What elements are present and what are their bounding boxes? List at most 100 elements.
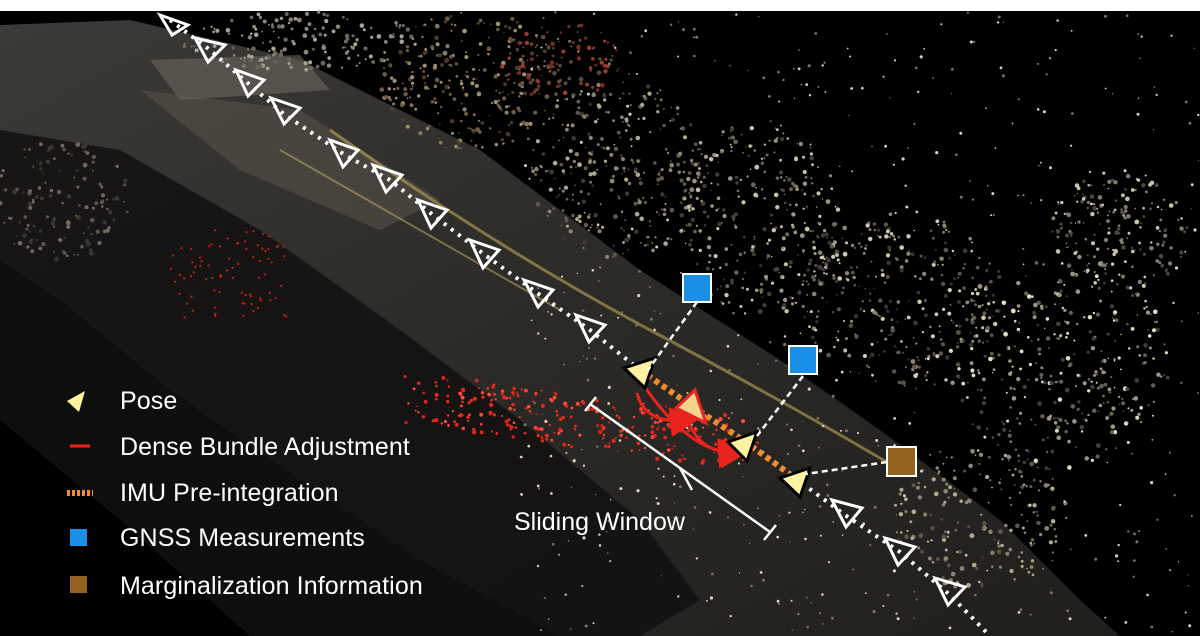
cloud-point [587, 215, 590, 218]
cloud-point [621, 311, 623, 313]
cloud-point [992, 436, 994, 438]
cloud-point [461, 103, 463, 105]
cloud-point [954, 529, 957, 532]
cloud-point [907, 316, 911, 320]
cloud-point [939, 331, 941, 333]
cloud-point [928, 355, 931, 358]
dense-ba-point [268, 235, 270, 237]
cloud-point [823, 272, 825, 274]
cloud-point [789, 265, 792, 268]
cloud-point [750, 126, 754, 130]
cloud-point [997, 275, 1001, 279]
cloud-point [437, 112, 439, 114]
sliding-window-label: Sliding Window [514, 508, 685, 537]
cloud-point [712, 268, 714, 270]
cloud-point [342, 16, 345, 19]
cloud-point [1091, 286, 1093, 288]
cloud-point [399, 39, 404, 44]
cloud-point [1180, 217, 1183, 220]
cloud-point [601, 138, 604, 141]
cloud-point [941, 342, 945, 346]
cloud-point [997, 21, 999, 23]
cloud-point [1008, 469, 1010, 471]
cloud-point [991, 487, 993, 489]
cloud-point [522, 72, 526, 76]
cloud-point [1002, 301, 1007, 306]
cloud-point [823, 61, 825, 63]
cloud-point [704, 224, 706, 226]
cloud-point [854, 284, 857, 287]
cloud-point [575, 152, 579, 156]
dense-ba-point [417, 382, 421, 386]
cloud-point [827, 241, 831, 245]
cloud-point [1032, 574, 1035, 577]
cloud-point [1027, 336, 1030, 339]
cloud-point [356, 65, 358, 67]
cloud-point [849, 324, 853, 328]
cloud-point [90, 218, 95, 223]
cloud-point [810, 144, 812, 146]
cloud-point [566, 98, 569, 101]
cloud-point [193, 45, 195, 47]
dense-ba-point [244, 303, 246, 305]
cloud-point [498, 105, 502, 109]
cloud-point [541, 47, 543, 49]
cloud-point [116, 165, 119, 168]
cloud-point [914, 591, 916, 593]
cloud-point [970, 250, 973, 253]
dense-ba-point [501, 392, 504, 395]
cloud-point [1075, 385, 1077, 387]
cloud-point [803, 274, 806, 277]
cloud-point [458, 110, 460, 112]
cloud-point [1101, 370, 1105, 374]
cloud-point [46, 215, 49, 218]
cloud-point [657, 502, 660, 505]
cloud-point [496, 22, 501, 27]
cloud-point [1044, 328, 1045, 329]
cloud-point [868, 237, 872, 241]
cloud-point [823, 254, 825, 256]
dense-ba-point [183, 277, 185, 279]
cloud-point [917, 300, 921, 304]
cloud-point [961, 399, 965, 403]
cloud-point [481, 146, 484, 149]
cloud-point [975, 567, 978, 570]
cloud-point [970, 533, 975, 538]
cloud-point [895, 212, 897, 214]
cloud-point [1032, 311, 1036, 315]
cloud-point [871, 146, 873, 148]
cloud-point [370, 27, 373, 30]
cloud-point [1152, 415, 1154, 417]
dense-ba-point [576, 402, 580, 406]
cloud-point [285, 12, 289, 16]
cloud-point [652, 242, 654, 244]
cloud-point [709, 254, 712, 257]
cloud-point [1036, 511, 1038, 513]
cloud-point [549, 170, 554, 175]
cloud-point [832, 521, 834, 523]
dense-ba-point [473, 397, 477, 401]
cloud-point [76, 186, 79, 189]
cloud-point [344, 46, 346, 48]
cloud-point [919, 277, 922, 280]
cloud-point [544, 338, 546, 340]
cloud-point [1106, 401, 1109, 404]
cloud-point [393, 88, 395, 90]
cloud-point [978, 581, 981, 584]
cloud-point [671, 107, 673, 109]
cloud-point [1083, 316, 1085, 318]
cloud-point [589, 103, 592, 106]
cloud-point [565, 452, 567, 454]
cloud-point [717, 196, 721, 200]
cloud-point [696, 557, 698, 559]
cloud-point [1075, 243, 1077, 245]
cloud-point [580, 190, 583, 193]
cloud-point [932, 477, 936, 481]
dense-ba-point [461, 401, 464, 404]
dense-ba-point [172, 254, 174, 256]
dense-ba-point [756, 441, 759, 444]
cloud-point [658, 214, 660, 216]
cloud-point [1003, 22, 1004, 23]
cloud-point [875, 276, 877, 278]
cloud-point [619, 98, 621, 100]
